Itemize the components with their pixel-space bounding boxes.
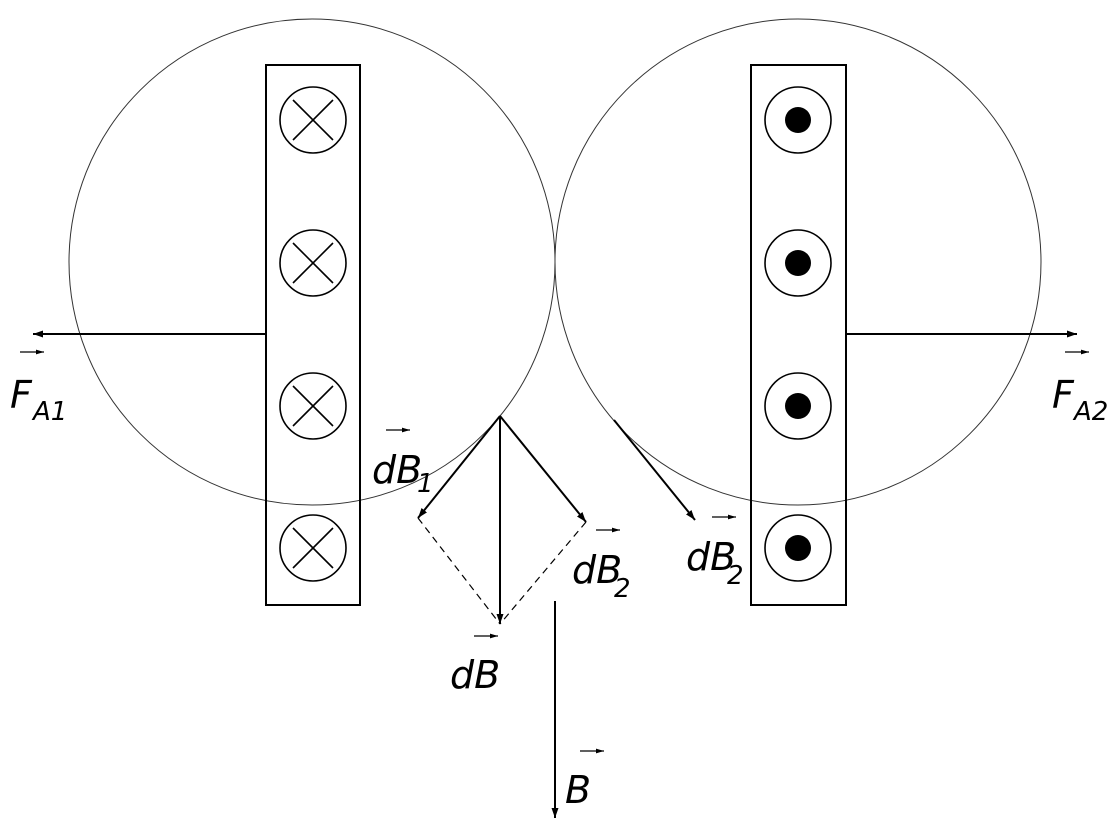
label-b: B <box>565 748 604 812</box>
right-conductor <box>750 64 847 606</box>
vector-db2-arrow <box>499 415 587 523</box>
label-fa1: F A1 <box>10 349 67 427</box>
label-db: dB <box>450 633 500 697</box>
dot-icon <box>764 514 832 582</box>
left-conductor-bar <box>265 64 361 606</box>
dot-icon <box>764 86 832 154</box>
label-db2-right-sub: 2 <box>727 561 744 591</box>
label-fa1-sub: A1 <box>31 397 67 427</box>
label-db1-sub: 1 <box>417 469 434 499</box>
dot-icon <box>764 372 832 440</box>
label-db-main: dB <box>450 653 500 697</box>
dot-icon <box>764 229 832 297</box>
label-fa1-main: F <box>10 373 33 417</box>
label-db2-center: dB 2 <box>572 527 631 604</box>
cross-icon <box>279 229 347 297</box>
label-db1-main: dB <box>372 448 422 492</box>
label-fa2: F A2 <box>1052 349 1108 427</box>
cross-icon <box>279 372 347 440</box>
label-fa2-main: F <box>1052 373 1075 417</box>
construction-line-2 <box>499 521 587 625</box>
label-fa2-sub: A2 <box>1072 397 1108 427</box>
label-db2-right: dB 2 <box>686 514 744 591</box>
right-conductor-bar <box>750 64 847 606</box>
cross-icon <box>279 514 347 582</box>
construction-line-1 <box>417 517 501 625</box>
vector-db1-arrow <box>417 415 501 519</box>
left-conductor <box>265 64 361 606</box>
label-db2-center-sub: 2 <box>614 574 631 604</box>
label-db1: dB 1 <box>372 427 434 499</box>
cross-icon <box>279 86 347 154</box>
vector-db2-right-arrow <box>613 419 696 521</box>
label-b-main: B <box>565 768 591 812</box>
right-field-circle <box>554 18 1042 506</box>
label-db2-center-main: dB <box>572 548 622 592</box>
label-db2-right-main: dB <box>686 535 736 579</box>
